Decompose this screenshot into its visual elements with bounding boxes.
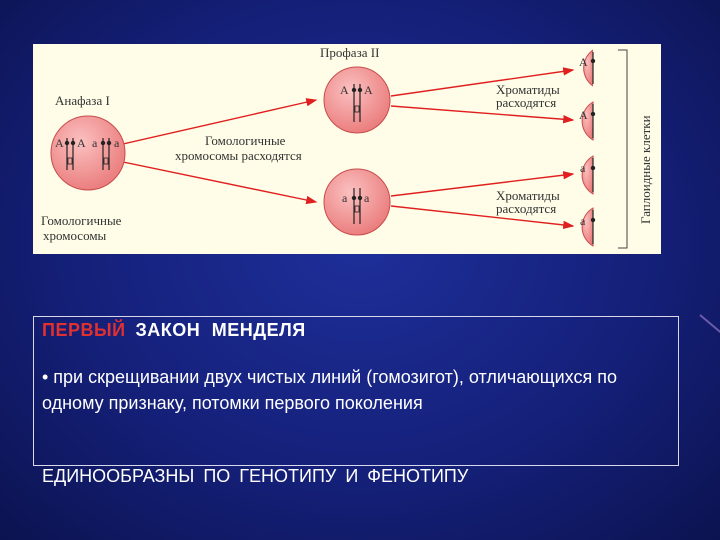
label-homologous-diverge-2: хромосомы расходятся [175, 148, 302, 163]
parent-allele-4: а [114, 136, 120, 150]
label-chromatids-top-2: расходятся [496, 95, 556, 110]
label-anaphase: Анафаза I [55, 93, 110, 108]
parent-allele-3: а [92, 136, 98, 150]
upper-allele-2: А [364, 83, 373, 97]
label-chromatids-bottom-2: расходятся [496, 201, 556, 216]
gamete-2-allele: А [579, 108, 588, 122]
label-homologous-diverge-1: Гомологичные [205, 133, 286, 148]
haploid-bracket [618, 50, 627, 248]
meiosis-diagram: А А а а А А [33, 44, 661, 254]
lower-cell: а а [324, 169, 390, 235]
gamete-3: а [580, 156, 595, 194]
decorative-line [699, 314, 720, 334]
upper-cell: А А [324, 67, 390, 133]
law-title-first: ПЕРВЫЙ [42, 320, 126, 340]
gamete-4-allele: а [580, 214, 586, 228]
label-haploid: Гаплоидные клетки [638, 115, 653, 224]
gametes: А А а а [579, 48, 609, 246]
gamete-2: А [579, 102, 595, 140]
law-conclusion: ЕДИНООБРАЗНЫ ПО ГЕНОТИПУ И ФЕНОТИПУ [42, 466, 468, 487]
lower-allele-2: а [364, 191, 370, 205]
law-title-rest: ЗАКОН МЕНДЕЛЯ [136, 320, 306, 340]
upper-allele-1: А [340, 83, 349, 97]
label-homologous-2: хромосомы [43, 228, 107, 243]
meiosis-diagram-svg: А А а а А А [33, 44, 661, 254]
parent-cell: А А а а [51, 116, 125, 190]
gamete-1: А [579, 48, 609, 88]
law-title: ПЕРВЫЙ ЗАКОН МЕНДЕЛЯ [42, 320, 306, 341]
lower-allele-1: а [342, 191, 348, 205]
gamete-1-allele: А [579, 55, 588, 69]
label-prophase: Профаза II [320, 45, 379, 60]
law-bullet: • при скрещивании двух чистых линий (гом… [42, 364, 672, 416]
gamete-4: а [580, 208, 595, 246]
parent-allele-2: А [77, 136, 86, 150]
parent-allele-1: А [55, 136, 64, 150]
gamete-3-allele: а [580, 161, 586, 175]
label-homologous-1: Гомологичные [41, 213, 122, 228]
arrow-to-lower-cell [123, 162, 316, 202]
